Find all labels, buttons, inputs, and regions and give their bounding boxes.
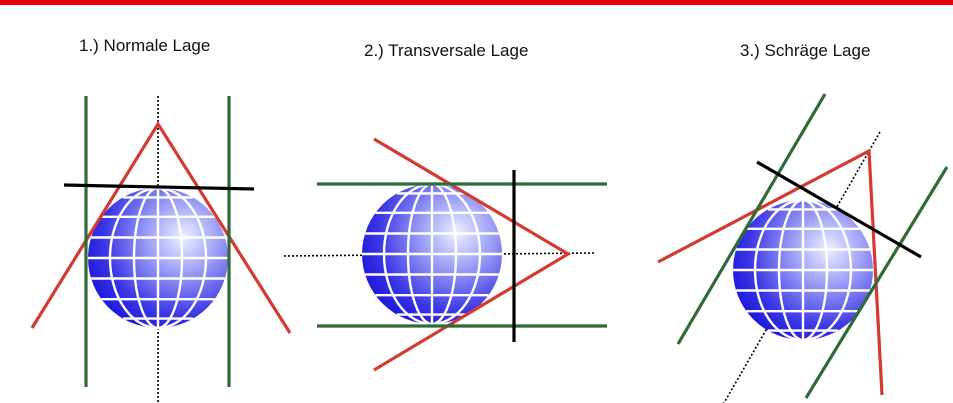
cylinder-line-right xyxy=(804,166,949,399)
panel-title-transversal: 2.) Transversale Lage xyxy=(364,41,529,60)
top-red-bar xyxy=(0,0,953,5)
globe-oblique xyxy=(731,198,875,342)
cone-lines xyxy=(657,148,884,396)
panel-oblique xyxy=(657,93,949,403)
panel-title-oblique: 3.) Schräge Lage xyxy=(740,41,871,60)
globe-normal xyxy=(86,186,230,330)
panel-normal xyxy=(30,96,292,403)
globe-transversal xyxy=(360,182,504,326)
cylinder-line-left xyxy=(676,93,827,345)
cone-lines xyxy=(30,120,292,334)
plane-line xyxy=(756,160,922,259)
panel-title-normal: 1.) Normale Lage xyxy=(79,36,211,55)
cone-lines xyxy=(373,137,572,372)
plane-line xyxy=(63,183,255,191)
panel-transversal xyxy=(283,137,607,372)
